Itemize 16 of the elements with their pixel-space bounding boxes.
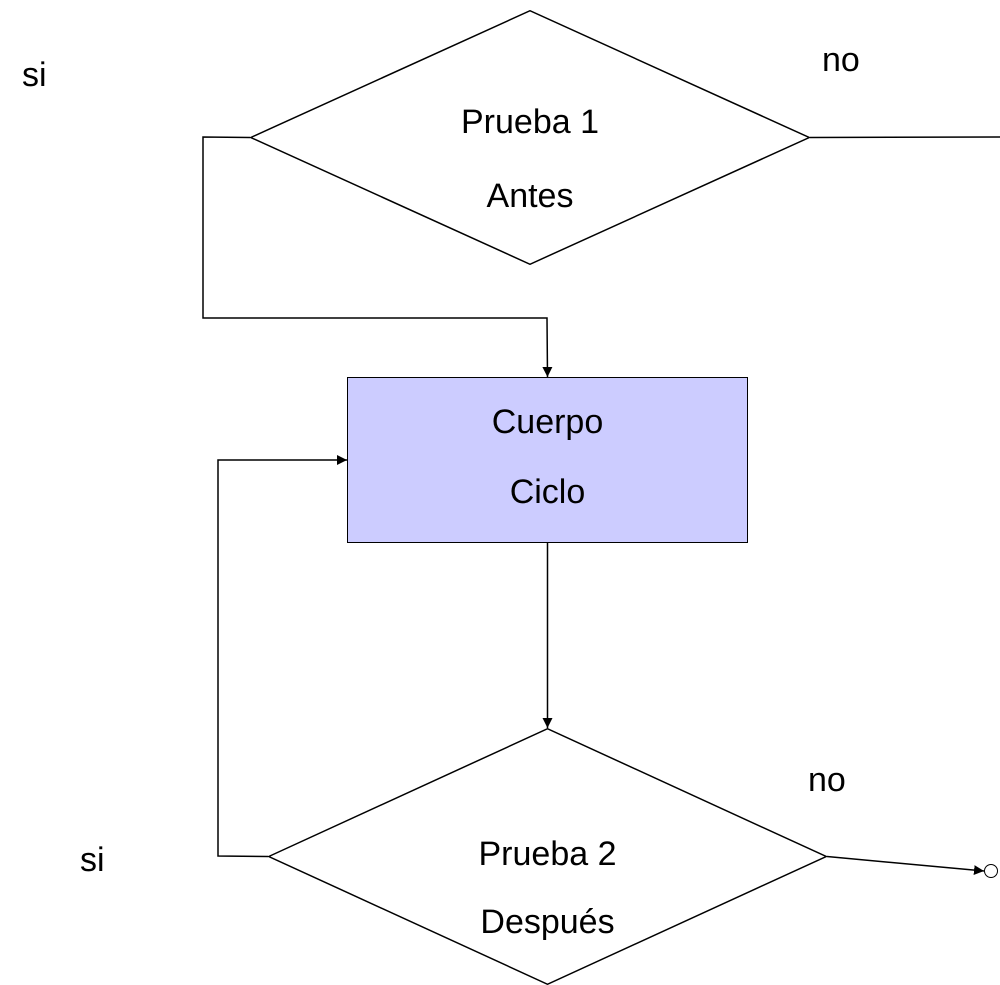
branch-label: no [822, 40, 860, 80]
process-box [347, 377, 748, 543]
branch-label: si [22, 55, 47, 95]
decision-label: Prueba 1 [460, 102, 600, 142]
decision-label: Prueba 2 [478, 834, 618, 874]
arrow [202, 136, 552, 377]
process-label: Cuerpo [490, 402, 604, 442]
process-label: Ciclo [508, 472, 586, 512]
arrow [826, 856, 984, 876]
decision-diamond [250, 10, 810, 265]
arrow [217, 455, 347, 858]
branch-label: si [80, 840, 105, 880]
decision-label: Antes [486, 176, 574, 216]
branch-label: no [808, 760, 846, 800]
decision-label: Después [479, 902, 616, 942]
arrow [542, 543, 552, 728]
